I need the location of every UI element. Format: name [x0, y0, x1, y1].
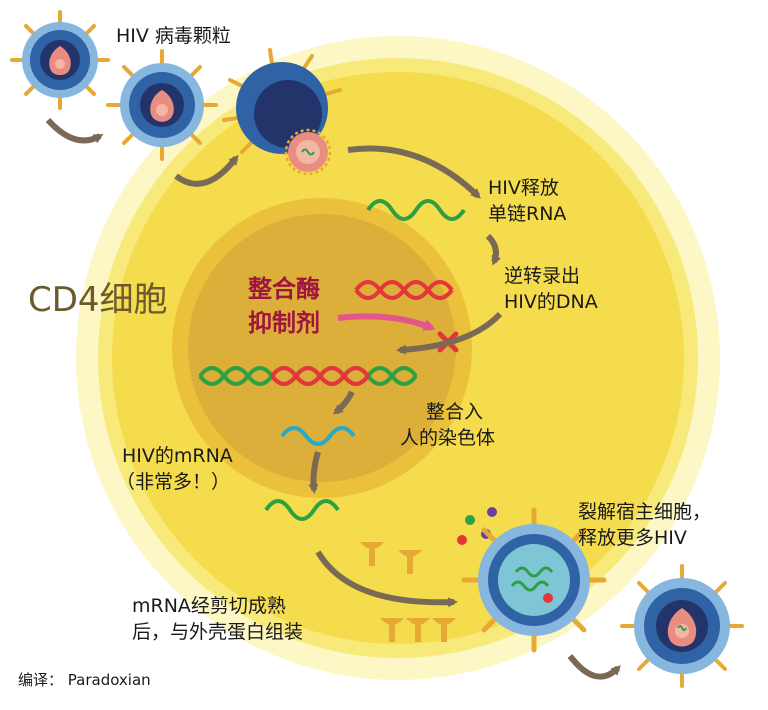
arrow-integration [396, 311, 503, 355]
label-reverse-1: 逆转录出 [504, 265, 581, 287]
budding-virion [461, 507, 607, 653]
label-lyse-2: 释放更多HIV [578, 527, 687, 549]
arrow-to-assembly [315, 550, 458, 608]
coat-proteins [360, 542, 456, 642]
label-release-rna-2: 单链RNA [488, 203, 567, 225]
arrow-approach [45, 117, 104, 144]
credit-line: 编译： Paradoxian [18, 671, 151, 689]
label-integrate-1: 整合入 [426, 401, 484, 423]
hiv-virion-free [10, 10, 110, 110]
released-virion [620, 564, 744, 688]
hiv-virion-fusing [222, 48, 342, 176]
label-mrna-2: （非常多！） [116, 471, 231, 493]
label-inhibitor-2: 抑制剂 [248, 309, 320, 337]
arrow-transcription [332, 390, 355, 415]
label-assemble-2: 后，与外壳蛋白组装 [132, 621, 304, 643]
label-hiv-particle: HIV 病毒颗粒 [116, 25, 231, 47]
viral-dna [354, 280, 454, 300]
nucleus [172, 198, 472, 498]
label-reverse-2: HIV的DNA [504, 291, 598, 313]
hiv-virion-binding [106, 49, 218, 161]
viral-rna-strand [366, 199, 466, 221]
mrna-strand [280, 426, 356, 446]
arrow-to-reverse-transcription [485, 233, 501, 266]
label-integrate-2: 人的染色体 [400, 427, 496, 449]
label-assemble-1: mRNA经剪切成熟 [132, 595, 286, 617]
host-chromosome [198, 366, 418, 386]
arrow-to-cytoplasm [308, 451, 321, 494]
mature-mrna-strand [264, 499, 340, 521]
label-release-rna-1: HIV释放 [488, 177, 559, 199]
arrow-bind [174, 154, 239, 187]
arrow-release-virion [567, 654, 621, 680]
arrow-release [347, 145, 481, 199]
capsid-entering [284, 128, 332, 176]
label-mrna-1: HIV的mRNA [122, 445, 233, 467]
label-inhibitor-1: 整合酶 [248, 275, 320, 303]
label-cd4-cell: CD4细胞 [28, 280, 168, 320]
inhibitor-arrow [337, 313, 436, 331]
label-lyse-1: 裂解宿主细胞， [578, 501, 712, 523]
